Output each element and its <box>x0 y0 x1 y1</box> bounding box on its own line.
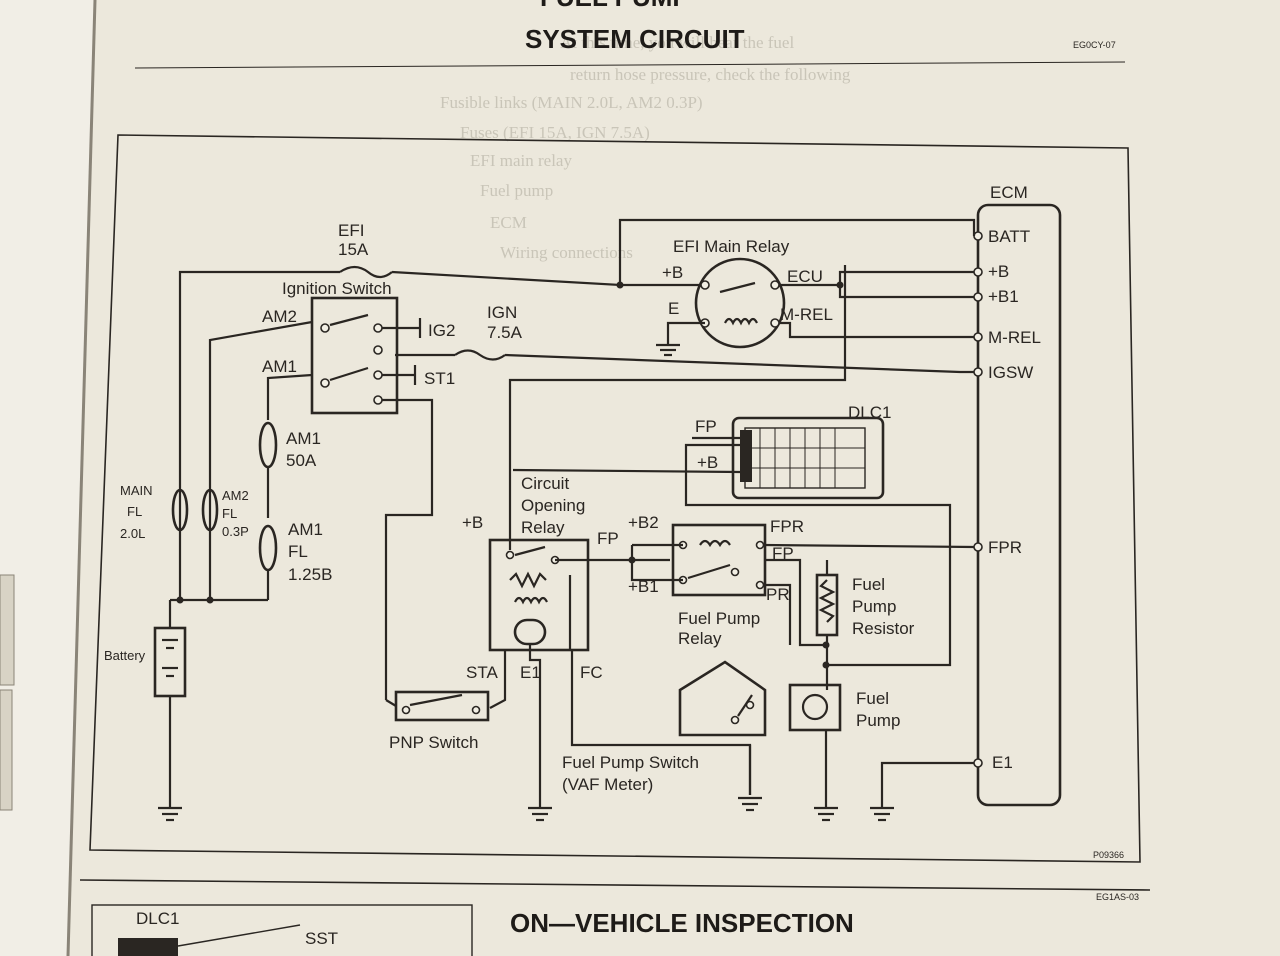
fuel-pump-resistor: Fuel Pump Resistor <box>815 560 915 690</box>
bottom-section: EG1AS-03 DLC1 SST ON—VEHICLE INSPECTION <box>79 879 1151 956</box>
am1-fl-rating: 1.25B <box>288 565 332 584</box>
cor-label-3: Relay <box>521 518 565 537</box>
left-tab <box>0 574 15 686</box>
battery-label: Battery <box>104 648 146 663</box>
left-page-edge <box>0 0 95 956</box>
ign-st1-label: ST1 <box>424 369 455 388</box>
ghost-line: Wiring connections <box>500 243 633 262</box>
fuel-pump-switch-label: Fuel Pump Switch <box>562 753 699 772</box>
cor-fp: FP <box>597 529 619 548</box>
ign-fuse-rating: 7.5A <box>487 323 523 342</box>
ign-am1-label: AM1 <box>262 357 297 376</box>
resistor-label-1: Fuel <box>852 575 885 594</box>
fuel-pump-switch-sub: (VAF Meter) <box>562 775 653 794</box>
cor-label-2: Opening <box>521 496 585 515</box>
dlc1-b: +B <box>697 453 718 472</box>
fuel-pump-switch: Fuel Pump Switch (VAF Meter) <box>562 660 767 812</box>
ecm-pin-mrel: M-REL <box>988 328 1041 347</box>
bottom-code: EG1AS-03 <box>1096 892 1139 902</box>
efi-main-relay-label: EFI Main Relay <box>673 237 790 256</box>
circuit-opening-relay: Circuit Opening Relay +B FP STA E1 FC <box>462 470 752 822</box>
pnp-switch: PNP Switch <box>385 690 490 752</box>
fuel-pump-relay: +B2 +B1 FPR FP PR Fuel Pump Relay <box>628 513 975 648</box>
cor-sta: STA <box>466 663 498 682</box>
resistor-label-3: Resistor <box>852 619 915 638</box>
fpr-label-2: Relay <box>678 629 722 648</box>
bleed-through-text: At this time, you will hear the fuel ret… <box>440 33 851 262</box>
bottom-sst-label: SST <box>305 929 338 948</box>
left-tab-2 <box>0 689 13 811</box>
am1-fl-label: AM1 <box>288 520 323 539</box>
fpr-b1: +B1 <box>628 577 659 596</box>
cor-label-1: Circuit <box>521 474 569 493</box>
am1-50a-label: AM1 <box>286 429 321 448</box>
ecm-pin-b: +B <box>988 262 1009 281</box>
ghost-line: Fusible links (MAIN 2.0L, AM2 0.3P) <box>440 93 703 112</box>
ecm-ground <box>870 761 974 822</box>
resistor-label-2: Pump <box>852 597 896 616</box>
page-fold-line <box>66 0 97 956</box>
am2-fl-rating: 0.3P <box>222 524 249 539</box>
fpr-fpr: FPR <box>770 517 804 536</box>
dlc1-fp: FP <box>695 417 717 436</box>
ecm-title: ECM <box>990 183 1028 202</box>
cor-e1: E1 <box>520 663 541 682</box>
main-fl-label: MAIN <box>120 483 153 498</box>
cor-fc: FC <box>580 663 603 682</box>
section-code: EG0CY-07 <box>1073 40 1116 50</box>
ghost-line: Fuses (EFI 15A, IGN 7.5A) <box>460 123 650 142</box>
ghost-line: EFI main relay <box>470 151 572 170</box>
dlc1-connector: DLC1 FP +B <box>512 403 952 667</box>
ecm-block: ECM BATT +B +B1 M-REL IGSW FPR E1 <box>973 183 1062 807</box>
cor-b: +B <box>462 513 483 532</box>
efi-fuse-rating: 15A <box>338 240 369 259</box>
header-rule <box>134 61 1126 69</box>
fuel-pump-label-2: Pump <box>856 711 900 730</box>
diagram-frame <box>89 134 1141 863</box>
page-paper <box>68 0 1280 956</box>
am1-50a-rating: 50A <box>286 451 317 470</box>
ign-ig2-label: IG2 <box>428 321 455 340</box>
main-fl-rating: 2.0L <box>120 526 145 541</box>
efi-relay-b: +B <box>662 263 683 282</box>
pnp-switch-label: PNP Switch <box>389 733 478 752</box>
fpr-fp: FP <box>772 544 794 563</box>
fpr-pr: PR <box>766 585 790 604</box>
efi-relay-ecu: ECU <box>787 267 823 286</box>
fusible-links: AM1 50A AM1 FL 1.25B MAIN FL 2.0L AM2 FL… <box>104 421 332 822</box>
ghost-line: At this time, you will hear the fuel <box>560 33 794 52</box>
bottom-heading: ON—VEHICLE INSPECTION <box>510 908 854 938</box>
am2-fl-sub: FL <box>222 506 237 521</box>
fpr-b2: +B2 <box>628 513 659 532</box>
ignition-switch: Ignition Switch AM2 AM1 IG2 ST1 <box>208 279 455 700</box>
ghost-line: ECM <box>490 213 527 232</box>
efi-fuse-label: EFI <box>338 221 364 240</box>
ign-am2-label: AM2 <box>262 307 297 326</box>
bottom-dlc1-label: DLC1 <box>136 909 179 928</box>
ecm-pin-e1: E1 <box>992 753 1013 772</box>
ecm-pin-b1: +B1 <box>988 287 1019 306</box>
fuel-pump-label-1: Fuel <box>856 689 889 708</box>
am1-fl-sub: FL <box>288 542 308 561</box>
ign-fuse-label: IGN <box>487 303 517 322</box>
efi-main-relay: EFI Main Relay +B ECU E M-REL <box>656 237 833 357</box>
figure-id: P09366 <box>1093 850 1124 860</box>
am2-fl-label: AM2 <box>222 488 249 503</box>
section-title-partial: FUEL PUMP <box>540 0 690 12</box>
ghost-line: return hose pressure, check the followin… <box>570 65 851 84</box>
ignition-switch-label: Ignition Switch <box>282 279 392 298</box>
ecm-pin-batt: BATT <box>988 227 1030 246</box>
fpr-label-1: Fuel Pump <box>678 609 760 628</box>
fuel-pump: Fuel Pump <box>788 683 900 822</box>
efi-relay-mrel: M-REL <box>780 305 833 324</box>
main-fl-sub: FL <box>127 504 142 519</box>
section-title: SYSTEM CIRCUIT <box>525 24 745 54</box>
ecm-pin-fpr: FPR <box>988 538 1022 557</box>
ecm-pin-igsw: IGSW <box>988 363 1033 382</box>
efi-relay-e: E <box>668 299 679 318</box>
ghost-line: Fuel pump <box>480 181 553 200</box>
